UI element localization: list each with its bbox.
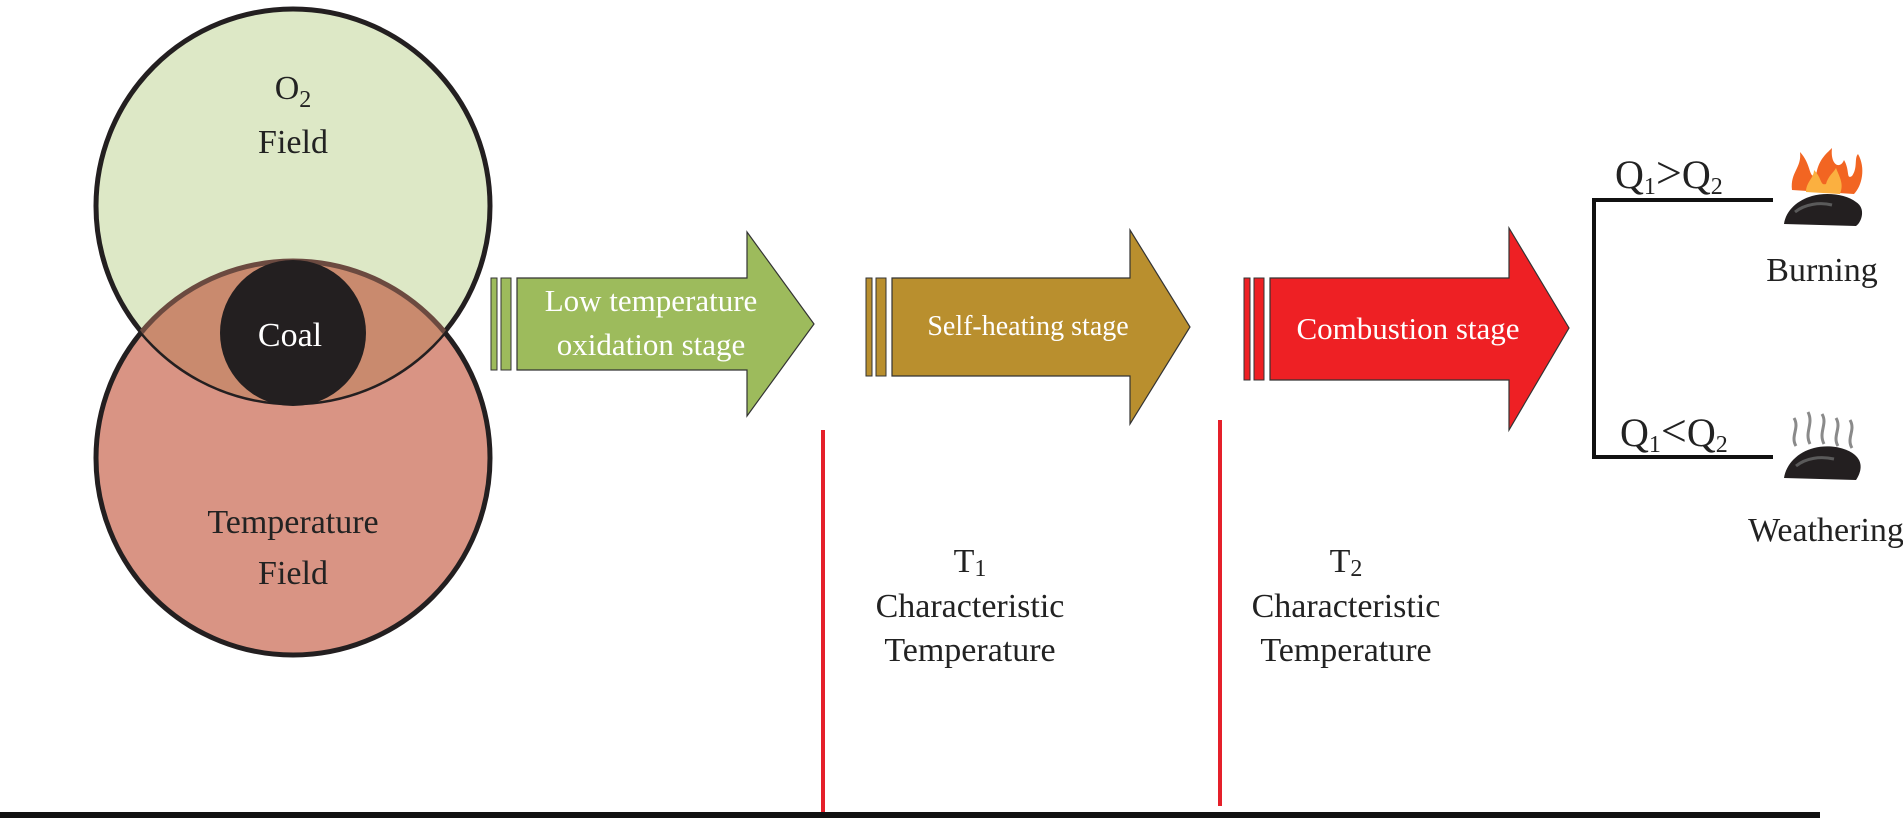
- self-stage-stripe: [875, 277, 887, 377]
- burning-label: Burning: [1766, 252, 1877, 289]
- t1-label: T1 Characteristic Temperature: [876, 543, 1065, 669]
- t2-symbol: T: [1330, 543, 1351, 580]
- svg-text:T2: T2: [1330, 543, 1363, 582]
- weathering-label: Weathering: [1748, 512, 1903, 549]
- o2-subscript: 2: [299, 87, 311, 113]
- o2-field-word: Field: [258, 124, 328, 161]
- low-stage-stripe: [500, 277, 512, 371]
- low-stage-label-line2: oxidation stage: [557, 327, 746, 362]
- smoking-coal-icon: [1784, 411, 1861, 480]
- t1-symbol: T: [954, 543, 975, 580]
- comb-stage-stripe: [1253, 277, 1265, 381]
- self-stage-stripe: [865, 277, 873, 377]
- t2-label: T2 Characteristic Temperature: [1252, 543, 1441, 669]
- o2-field-label: O2: [275, 70, 312, 113]
- stage-arrow-low-temperature: Low temperature oxidation stage: [490, 230, 815, 418]
- outcome-branch: [1592, 198, 1773, 459]
- comb-stage-arrow-body: [1269, 225, 1570, 433]
- field-overlap: [96, 261, 490, 403]
- temperature-field-line1: Temperature: [207, 504, 378, 541]
- comb-stage-stripe: [1243, 277, 1251, 381]
- venn-diagram: O2 Field Coal Temperature Field: [93, 6, 493, 658]
- t2-line2: Characteristic: [1252, 588, 1441, 625]
- t1-line2: Characteristic: [876, 588, 1065, 625]
- o2-symbol: O: [275, 70, 300, 107]
- low-stage-label-line1: Low temperature: [545, 283, 758, 318]
- t2-line3: Temperature: [1260, 632, 1431, 669]
- low-stage-arrow-body: [516, 230, 815, 418]
- svg-text:T1: T1: [954, 543, 987, 582]
- burning-coal-icon: [1784, 148, 1863, 226]
- self-stage-arrow-body: [891, 227, 1191, 427]
- comb-stage-label: Combustion stage: [1296, 311, 1519, 346]
- temperature-field-line2: Field: [258, 555, 328, 592]
- t1-subscript: 1: [974, 556, 986, 582]
- weathering-condition: Q1<Q2: [1620, 405, 1728, 458]
- stage-arrow-self-heating: Self-heating stage: [865, 227, 1191, 427]
- coal-circle: [220, 260, 366, 406]
- burning-condition: Q1>Q2: [1615, 147, 1723, 200]
- self-stage-label: Self-heating stage: [927, 311, 1128, 342]
- t2-subscript: 2: [1350, 556, 1362, 582]
- low-stage-stripe: [490, 277, 498, 371]
- stage-arrow-combustion: Combustion stage: [1243, 225, 1570, 433]
- t1-line3: Temperature: [884, 632, 1055, 669]
- coal-label: Coal: [258, 317, 322, 354]
